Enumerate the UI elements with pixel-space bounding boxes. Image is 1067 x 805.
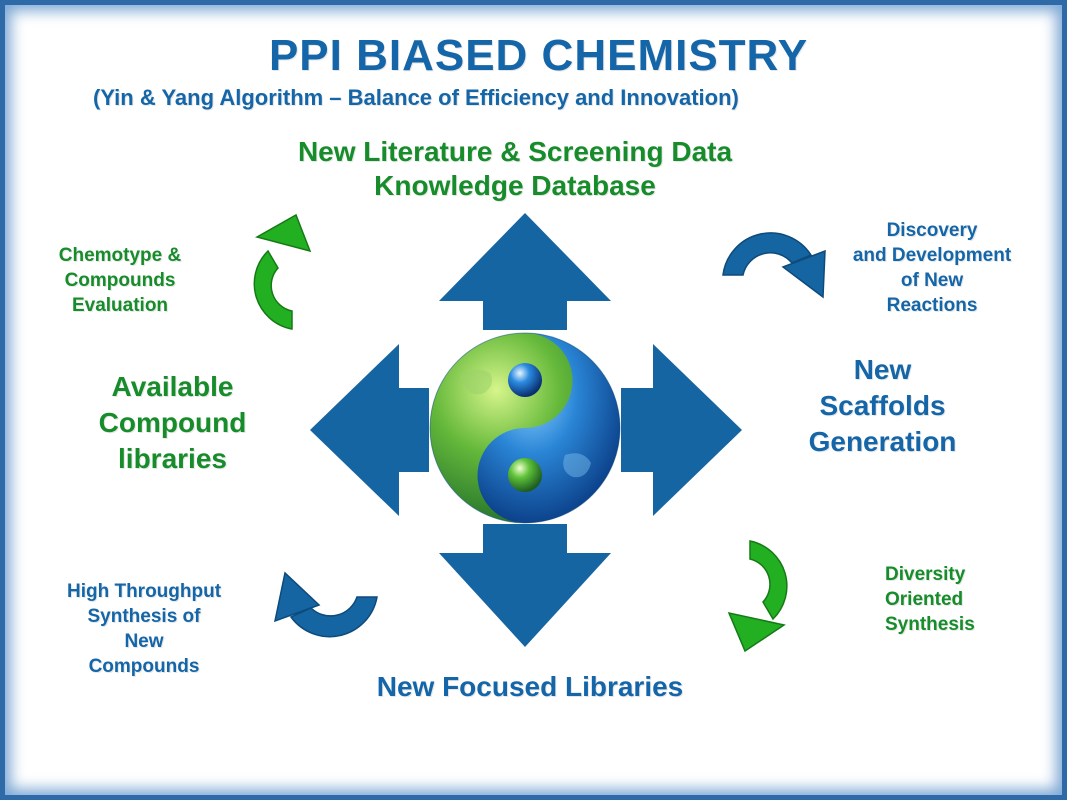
green-curved-arrow-top-left-icon	[253, 213, 312, 330]
cycle-label-line: Discovery	[886, 220, 978, 241]
top-label-line: New Literature & Screening Data	[297, 136, 733, 167]
cycle-label-top-left: Chemotype & Compounds Evaluation	[25, 243, 215, 318]
cycle-label-line: Synthesis	[885, 614, 975, 635]
bottom-label: New Focused Libraries	[376, 671, 684, 702]
right-label-line: Generation	[808, 426, 957, 457]
cycle-label-line: Oriented	[885, 589, 964, 610]
arrow-right-icon	[621, 344, 742, 516]
page-title: PPI BIASED CHEMISTRY	[268, 31, 809, 80]
cycle-label-line: Synthesis of	[87, 606, 201, 627]
cycle-label-line: Compounds	[88, 656, 200, 677]
cycle-label-line: Compounds	[64, 270, 176, 291]
cycle-label-line: Evaluation	[71, 295, 169, 316]
yin-yang-globe-icon	[429, 332, 621, 524]
cycle-label-line: Diversity	[885, 564, 966, 585]
right-label: New Scaffolds Generation	[775, 352, 990, 460]
blue-curved-arrow-top-right-icon	[722, 232, 826, 299]
cycle-label-top-right: Discovery and Development of New Reactio…	[827, 218, 1037, 318]
diagram-graphics	[253, 213, 826, 653]
cycle-label-line: Chemotype &	[58, 245, 182, 266]
cycle-label-bottom-left: High Throughput Synthesis of New Compoun…	[41, 579, 247, 679]
cycle-label-line: New	[124, 631, 164, 652]
cycle-label-line: of New	[900, 270, 964, 291]
top-label-line: Knowledge Database	[374, 170, 656, 201]
left-label-line: Compound	[98, 407, 247, 438]
left-label-line: libraries	[118, 443, 227, 474]
blue-curved-arrow-bottom-left-icon	[273, 571, 378, 638]
cycle-label-line: and Development	[852, 245, 1012, 266]
green-curved-arrow-bottom-right-icon	[727, 540, 788, 653]
cycle-label-line: High Throughput	[66, 581, 222, 602]
right-label-line: New	[853, 354, 912, 385]
left-label-line: Available	[111, 371, 234, 402]
page-subtitle: (Yin & Yang Algorithm – Balance of Effic…	[93, 85, 739, 110]
cycle-label-bottom-right: Diversity Oriented Synthesis	[885, 562, 1035, 637]
cycle-label-line: Reactions	[886, 295, 978, 316]
arrow-left-icon	[310, 344, 429, 516]
arrow-down-icon	[439, 524, 611, 647]
arrow-up-icon	[439, 213, 611, 330]
right-label-line: Scaffolds	[819, 390, 946, 421]
left-label: Available Compound libraries	[65, 369, 280, 477]
top-label: New Literature & Screening Data Knowledg…	[205, 135, 825, 203]
